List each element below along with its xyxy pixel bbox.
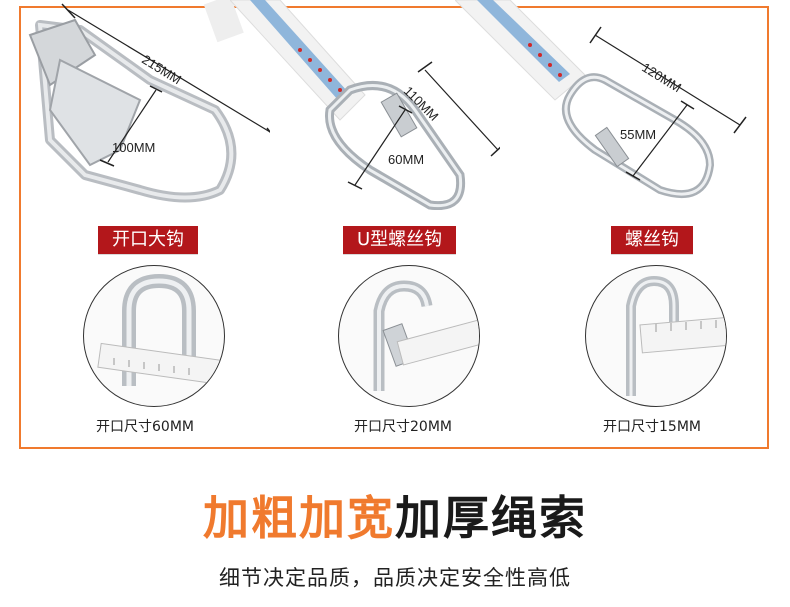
u-screw-hook-opening-caption: 开口尺寸20MM (354, 419, 452, 435)
u-screw-hook-photo (230, 0, 500, 210)
hook1-width-label: 100MM (112, 140, 156, 155)
snap-hook-opening-caption: 开口尺寸60MM (96, 419, 194, 435)
screw-carabiner-photo (455, 0, 747, 198)
tag-screw-hook: 螺丝钩 (611, 226, 693, 254)
rope-image (455, 0, 586, 101)
screw-hook-closeup-image (626, 275, 726, 396)
snap-hook-closeup-image (97, 273, 224, 386)
headline-highlight: 加粗加宽 (203, 491, 395, 545)
snap-hook-closeup (83, 265, 225, 407)
subline: 细节决定品质，品质决定安全性高低 (219, 566, 571, 590)
screw-hook-opening-caption: 开口尺寸15MM (603, 419, 701, 435)
hook2-width-label: 60MM (388, 152, 425, 167)
hook3-width-label: 55MM (620, 127, 657, 142)
tag-snap-hook: 开口大钩 (98, 226, 198, 254)
tag-u-screw-hook: U型螺丝钩 (343, 226, 457, 254)
snap-hook-photo (28, 0, 270, 203)
u-screw-hook-closeup-image (373, 280, 479, 391)
u-screw-hook-closeup (338, 265, 480, 407)
rope-image (230, 0, 366, 121)
headline-rest: 加厚绳索 (395, 491, 587, 545)
headline: 加粗加宽加厚绳索 (0, 482, 790, 548)
rope-image (203, 0, 244, 43)
screw-hook-closeup (585, 265, 727, 407)
